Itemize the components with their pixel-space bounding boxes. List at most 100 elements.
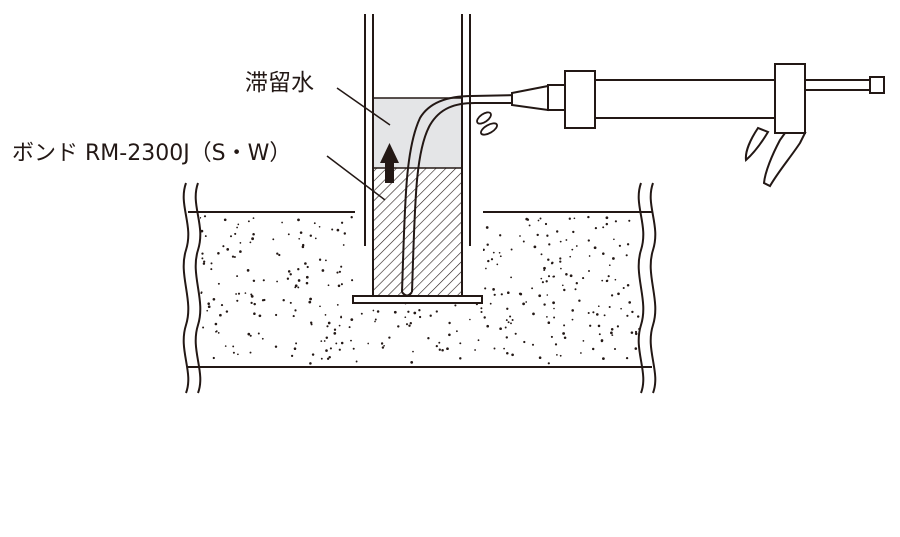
stipple-dot bbox=[487, 259, 490, 263]
stipple-dot bbox=[588, 255, 591, 257]
stipple-dot bbox=[441, 349, 444, 352]
stipple-dot bbox=[388, 336, 391, 339]
stipple-dot bbox=[592, 311, 595, 314]
stipple-dot bbox=[543, 266, 546, 270]
stipple-dot bbox=[610, 328, 614, 331]
stipple-dot bbox=[383, 344, 385, 347]
stipple-dot bbox=[605, 222, 609, 226]
stagnant-water-label: 滞留水 bbox=[245, 70, 314, 96]
stipple-dot bbox=[553, 307, 555, 310]
stipple-dot bbox=[212, 297, 216, 301]
stipple-dot bbox=[374, 320, 376, 323]
stipple-dot bbox=[236, 226, 238, 229]
stipple-dot bbox=[326, 325, 329, 328]
stipple-dot bbox=[309, 234, 312, 237]
stipple-dot bbox=[304, 262, 307, 265]
stipple-dot bbox=[565, 239, 568, 241]
stipple-dot bbox=[595, 313, 599, 316]
stipple-dot bbox=[484, 287, 487, 290]
stipple-dot bbox=[569, 274, 573, 278]
stipple-dot bbox=[616, 325, 620, 328]
stipple-dot bbox=[418, 315, 422, 319]
stipple-dot bbox=[598, 333, 601, 336]
stipple-dot bbox=[350, 339, 352, 342]
stipple-dot bbox=[318, 258, 322, 261]
stipple-dot bbox=[563, 336, 567, 340]
stipple-dot bbox=[637, 315, 640, 318]
stipple-dot bbox=[351, 279, 354, 282]
stipple-dot bbox=[617, 292, 620, 296]
stipple-dot bbox=[597, 305, 600, 308]
stipple-dot bbox=[232, 345, 235, 348]
stipple-dot bbox=[490, 258, 494, 261]
stipple-dot bbox=[427, 337, 430, 340]
stipple-dot bbox=[540, 253, 543, 256]
stipple-dot bbox=[367, 342, 370, 345]
stipple-dot bbox=[299, 231, 303, 234]
stipple-dot bbox=[547, 321, 551, 325]
stipple-dot bbox=[571, 248, 574, 251]
stipple-dot bbox=[325, 336, 329, 339]
stipple-dot bbox=[594, 226, 598, 230]
stipple-dot bbox=[231, 255, 235, 258]
stipple-dot bbox=[474, 349, 477, 351]
stipple-dot bbox=[559, 260, 562, 263]
stipple-dot bbox=[250, 301, 253, 305]
stipple-dot bbox=[219, 313, 222, 317]
stipple-dot bbox=[278, 253, 281, 257]
stipple-dot bbox=[459, 357, 462, 360]
stipple-dot bbox=[217, 332, 220, 334]
stipple-dot bbox=[562, 332, 565, 335]
stipple-dot bbox=[352, 347, 355, 350]
stipple-dot bbox=[340, 265, 343, 268]
stipple-dot bbox=[602, 357, 605, 360]
stipple-dot bbox=[631, 310, 634, 314]
stipple-dot bbox=[568, 217, 571, 220]
stipple-dot bbox=[289, 273, 292, 276]
stipple-dot bbox=[310, 321, 313, 324]
stipple-dot bbox=[294, 286, 297, 289]
stipple-dot bbox=[340, 341, 344, 345]
sleeve-walls bbox=[364, 14, 471, 246]
stipple-dot bbox=[539, 217, 542, 220]
stipple-dot bbox=[325, 259, 327, 262]
stipple-dot bbox=[511, 353, 514, 357]
stipple-dot bbox=[234, 232, 237, 235]
stipple-dot bbox=[506, 352, 509, 355]
stipple-dot bbox=[496, 263, 499, 266]
stipple-dot bbox=[485, 226, 489, 229]
stipple-dot bbox=[582, 277, 585, 280]
stipple-dot bbox=[499, 255, 502, 258]
stipple-dot bbox=[620, 307, 622, 310]
stipple-dot bbox=[563, 288, 566, 292]
caulking-gun-icon bbox=[511, 63, 885, 188]
stipple-dot bbox=[220, 304, 224, 307]
stipple-dot bbox=[602, 252, 605, 255]
stipple-dot bbox=[626, 283, 630, 287]
stipple-dot bbox=[246, 269, 250, 272]
stipple-dot bbox=[459, 342, 462, 345]
stipple-dot bbox=[545, 280, 548, 283]
stipple-dot bbox=[486, 243, 489, 246]
stipple-dot bbox=[335, 342, 338, 345]
stipple-dot bbox=[625, 356, 629, 360]
stipple-dot bbox=[287, 270, 291, 273]
stipple-dot bbox=[607, 275, 610, 278]
stipple-dot bbox=[381, 346, 385, 349]
stipple-dot bbox=[611, 334, 614, 337]
stipple-dot bbox=[559, 354, 562, 357]
stipple-dot bbox=[608, 305, 611, 309]
stipple-dot bbox=[393, 310, 397, 314]
stipple-dot bbox=[625, 254, 628, 257]
stipple-dot bbox=[293, 347, 297, 350]
stipple-dot bbox=[274, 345, 278, 348]
stipple-dot bbox=[340, 221, 344, 224]
stipple-dot bbox=[239, 250, 242, 253]
stipple-dot bbox=[224, 345, 227, 347]
stipple-dot bbox=[482, 248, 485, 251]
stipple-dot bbox=[603, 314, 606, 317]
stipple-dot bbox=[376, 310, 380, 313]
stipple-dot bbox=[202, 326, 205, 329]
stipple-dot bbox=[336, 303, 339, 306]
stipple-dot bbox=[214, 322, 218, 326]
